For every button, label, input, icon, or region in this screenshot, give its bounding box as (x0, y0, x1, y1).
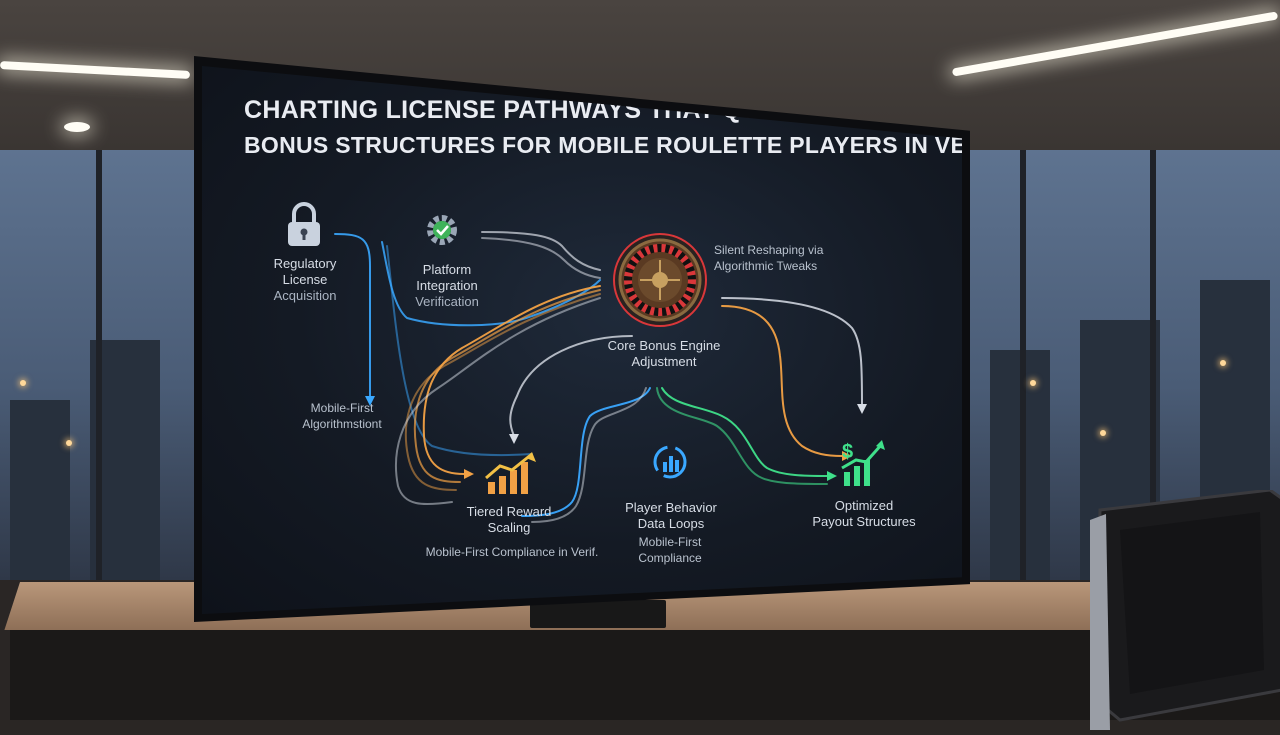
node-platform-label: Platform Integration Verification (392, 262, 502, 310)
flow-line-white (509, 335, 633, 437)
title-line-2a: Bonus Structures for Mobile Roulette Pla… (244, 132, 962, 159)
annotation-mobile-first: Mobile-First Algorithmstiont (282, 400, 402, 432)
platform-line1: Platform (422, 262, 472, 277)
flow-line-blue (386, 245, 533, 457)
flow-line-blue (521, 387, 651, 517)
flow-line-white (481, 237, 601, 279)
player-line2: Data Loops (637, 516, 705, 531)
flow-line-green (656, 387, 828, 485)
annotation-silent-reshaping: Silent Reshaping via Algorithmic Tweaks (714, 242, 854, 274)
regulatory-line2: License (282, 272, 328, 287)
annotation-compliance: Mobile-First Compliance (620, 534, 720, 566)
payout-line2: Payout Structures (812, 514, 916, 529)
desk-front (10, 628, 1280, 720)
dollar-growth-icon: $ (838, 438, 886, 490)
flow-line-white (531, 387, 647, 523)
arrowhead (842, 451, 852, 461)
flow-diagram (334, 231, 867, 523)
ceiling-light (64, 122, 90, 132)
flow-line-orange (721, 305, 843, 457)
city-light (1030, 380, 1036, 386)
city-light (1220, 360, 1226, 366)
node-regulatory-label: Regulatory License Acquisition (250, 256, 360, 304)
arrowhead (857, 404, 867, 414)
regulatory-line1: Regulatory (273, 256, 337, 271)
regulatory-line3: Acquisition (273, 288, 337, 303)
window-mullion (96, 150, 102, 580)
platform-line3: Verification (415, 294, 479, 309)
flow-line-orange (404, 293, 601, 491)
window-mullion (1020, 150, 1026, 580)
mobile-first-line1: Mobile-First (310, 401, 374, 415)
tiered-line2: Scaling (487, 520, 531, 535)
flow-line-white (481, 231, 601, 271)
monitor-stand (530, 600, 666, 628)
city-light (20, 380, 26, 386)
arrowhead (464, 469, 474, 479)
window-mullion (1150, 150, 1156, 580)
roulette-wheel-icon (612, 232, 708, 328)
bar-chart-up-icon (484, 452, 538, 496)
compliance-line1: Mobile-First (638, 535, 702, 549)
flow-line-green (661, 387, 828, 477)
flow-line-white (395, 297, 601, 506)
city-light (1100, 430, 1106, 436)
arrowhead (509, 434, 519, 444)
flow-line-blue (334, 233, 371, 397)
office-chair (1060, 488, 1280, 730)
node-player-label: Player Behavior Data Loops (616, 500, 726, 532)
flow-line-orange (413, 289, 601, 483)
mobile-first-line2: Algorithmstiont (302, 417, 382, 431)
compliance-line2: Compliance (638, 551, 702, 565)
node-core-label: Core Bonus Engine Adjustment (594, 338, 734, 370)
arrowhead (827, 471, 837, 481)
cycle-chart-icon (650, 442, 690, 482)
padlock-icon (284, 200, 324, 248)
title-line-2-text: Bonus Structures for Mobile Roulette Pla… (244, 132, 962, 158)
silent-line2: Algorithmic Tweaks (714, 259, 818, 273)
tiered-line1: Tiered Reward (466, 504, 552, 519)
annotation-compliance-wide: Mobile-First Compliance in Verif. (425, 545, 599, 559)
player-line1: Player Behavior (625, 500, 717, 515)
flow-line-white (721, 297, 863, 407)
arrowhead (365, 396, 375, 406)
gear-check-icon (424, 212, 460, 248)
silent-line1: Silent Reshaping via (714, 243, 824, 257)
monitor-screen: Charting License Pathways That Quietly R… (202, 66, 962, 614)
core-line2: Adjustment (631, 354, 697, 369)
core-line1: Core Bonus Engine (607, 338, 721, 353)
platform-line2: Integration (416, 278, 478, 293)
node-payout-label: Optimized Payout Structures (802, 498, 926, 530)
svg-text:$: $ (842, 441, 853, 463)
node-tiered-label: Tiered Reward Scaling (454, 504, 564, 536)
payout-line1: Optimized (834, 498, 894, 513)
city-light (66, 440, 72, 446)
